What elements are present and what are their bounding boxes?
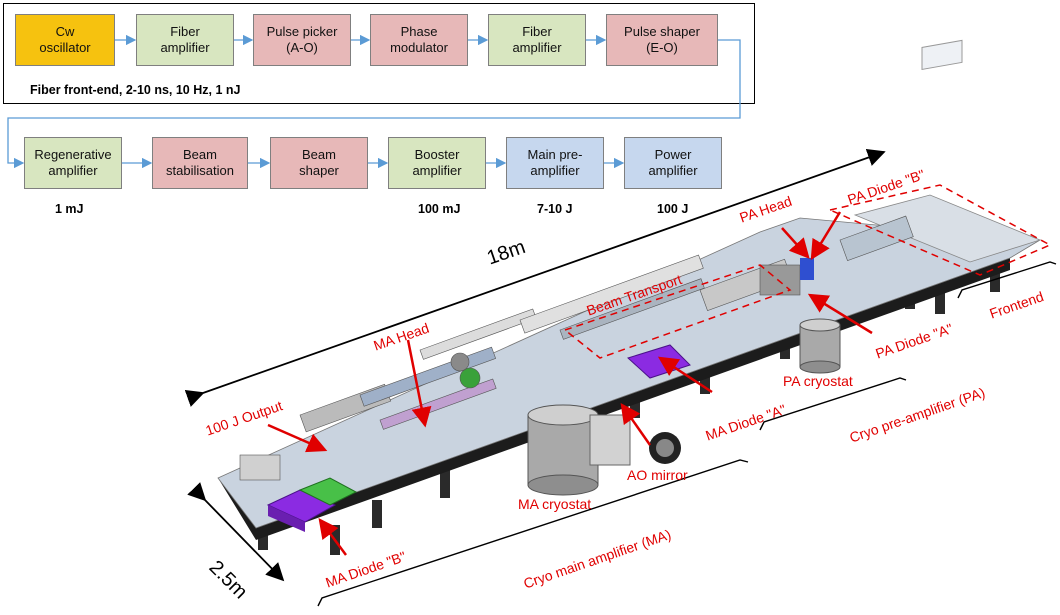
connector-wrap-arrow <box>7 39 741 169</box>
ma-cryostat-label: MA cryostat <box>518 496 592 512</box>
width-dimension-arrow <box>187 482 285 582</box>
frontend-outline <box>827 184 1052 276</box>
beam-transport-outline <box>563 264 792 359</box>
frontend-bracket <box>957 261 1057 299</box>
ao-mirror-label: AO mirror <box>627 467 688 483</box>
section-brackets <box>317 261 1057 607</box>
annotation-arrows <box>267 211 873 556</box>
ma-cryostat-render <box>527 404 631 496</box>
stage-fiber-amplifier-2: Fiber amplifier <box>488 14 586 66</box>
stage-regenerative-amplifier: Regenerative amplifier <box>24 137 122 189</box>
dashed-outlines <box>563 184 1052 359</box>
stage-pulse-picker: Pulse picker (A-O) <box>253 14 351 66</box>
energy-regenerative: 1 mJ <box>55 202 84 216</box>
frontend-frame <box>3 3 755 104</box>
stage-phase-modulator: Phase modulator <box>370 14 468 66</box>
frontend-caption: Fiber front-end, 2-10 ns, 10 Hz, 1 nJ <box>30 83 241 97</box>
ma-bracket <box>317 459 749 607</box>
length-dimension-arrow <box>184 148 886 407</box>
pa-cryostat-render <box>799 318 841 374</box>
stage-cw-oscillator: Cw oscillator <box>15 14 115 66</box>
pa-bracket <box>759 377 907 431</box>
row1-connectors <box>7 34 741 169</box>
pa-head-render <box>800 258 814 280</box>
pa-cryostat-label: PA cryostat <box>783 373 853 389</box>
stage-fiber-amplifier-1: Fiber amplifier <box>136 14 234 66</box>
stage-pulse-shaper: Pulse shaper (E-O) <box>606 14 718 66</box>
